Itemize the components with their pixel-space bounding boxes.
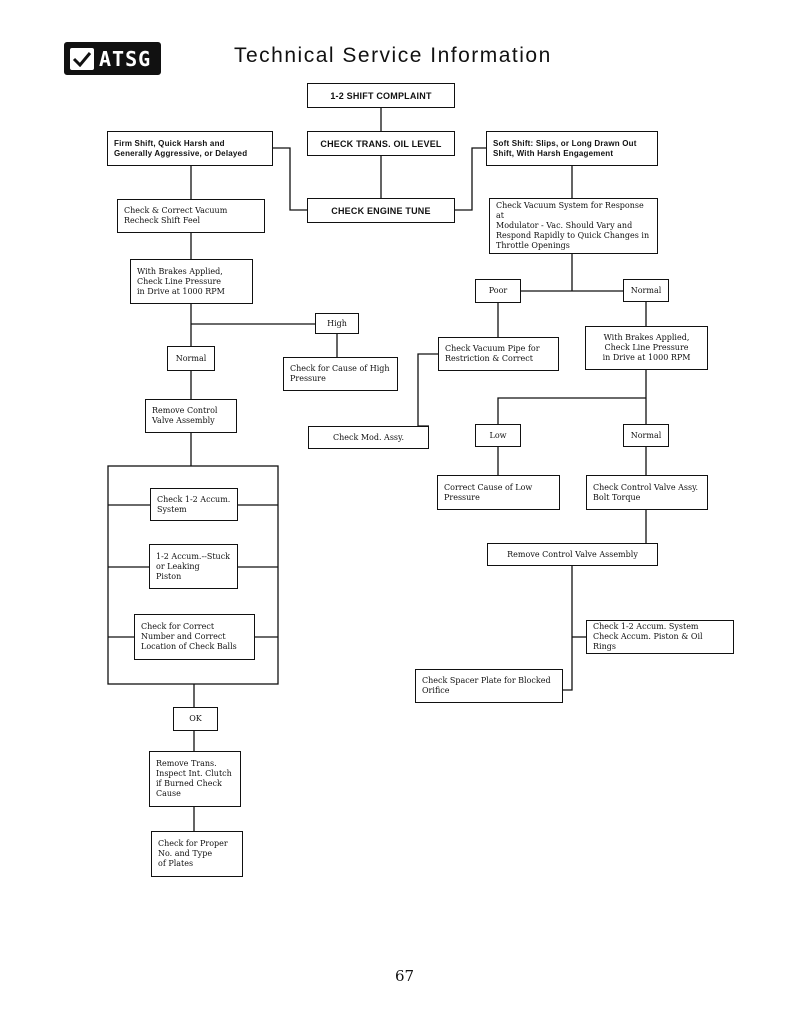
- check-plates-box: Check for Proper No. and Type of Plates: [151, 831, 243, 877]
- remove-trans-box: Remove Trans. Inspect Int. Clutch if Bur…: [149, 751, 241, 807]
- check-vacuum-box: Check & Correct Vacuum Recheck Shift Fee…: [117, 199, 265, 233]
- atsg-logo: ATSG: [64, 42, 161, 75]
- brakes-line-pressure-left-box: With Brakes Applied, Check Line Pressure…: [130, 259, 253, 304]
- check-accum-rings-box: Check 1-2 Accum. System Check Accum. Pis…: [586, 620, 734, 654]
- accum-stuck-box: 1-2 Accum.--Stuck or Leaking Piston: [149, 544, 238, 589]
- soft-shift-box: Soft Shift: Slips, or Long Drawn Out Shi…: [486, 131, 658, 166]
- check-high-pressure-box: Check for Cause of High Pressure: [283, 357, 398, 391]
- remove-control-valve-right-box: Remove Control Valve Assembly: [487, 543, 658, 566]
- spacer-plate-box: Check Spacer Plate for Blocked Orifice: [415, 669, 563, 703]
- check-accum-box: Check 1-2 Accum. System: [150, 488, 238, 521]
- poor-box: Poor: [475, 279, 521, 303]
- check-mark-icon: [70, 47, 94, 70]
- page-number: 67: [395, 967, 415, 985]
- firm-shift-box: Firm Shift, Quick Harsh and Generally Ag…: [107, 131, 273, 166]
- normal-right-1-box: Normal: [623, 279, 669, 302]
- complaint-box: 1-2 SHIFT COMPLAINT: [307, 83, 455, 108]
- check-tune-box: CHECK ENGINE TUNE: [307, 198, 455, 223]
- check-balls-box: Check for Correct Number and Correct Loc…: [134, 614, 255, 660]
- brakes-line-pressure-right-box: With Brakes Applied, Check Line Pressure…: [585, 326, 708, 370]
- remove-control-valve-left-box: Remove Control Valve Assembly: [145, 399, 237, 433]
- high-box: High: [315, 313, 359, 334]
- check-control-valve-bolt-box: Check Control Valve Assy. Bolt Torque: [586, 475, 708, 510]
- normal-left-box: Normal: [167, 346, 215, 371]
- page-title: Technical Service Information: [234, 44, 552, 67]
- check-oil-box: CHECK TRANS. OIL LEVEL: [307, 131, 455, 156]
- vacuum-pipe-box: Check Vacuum Pipe for Restriction & Corr…: [438, 337, 559, 371]
- check-mod-box: Check Mod. Assy.: [308, 426, 429, 449]
- normal-right-2-box: Normal: [623, 424, 669, 447]
- logo-text: ATSG: [99, 46, 152, 71]
- correct-low-pressure-box: Correct Cause of Low Pressure: [437, 475, 560, 510]
- check-vacuum-system-box: Check Vacuum System for Response at Modu…: [489, 198, 658, 254]
- low-box: Low: [475, 424, 521, 447]
- ok-box: OK: [173, 707, 218, 731]
